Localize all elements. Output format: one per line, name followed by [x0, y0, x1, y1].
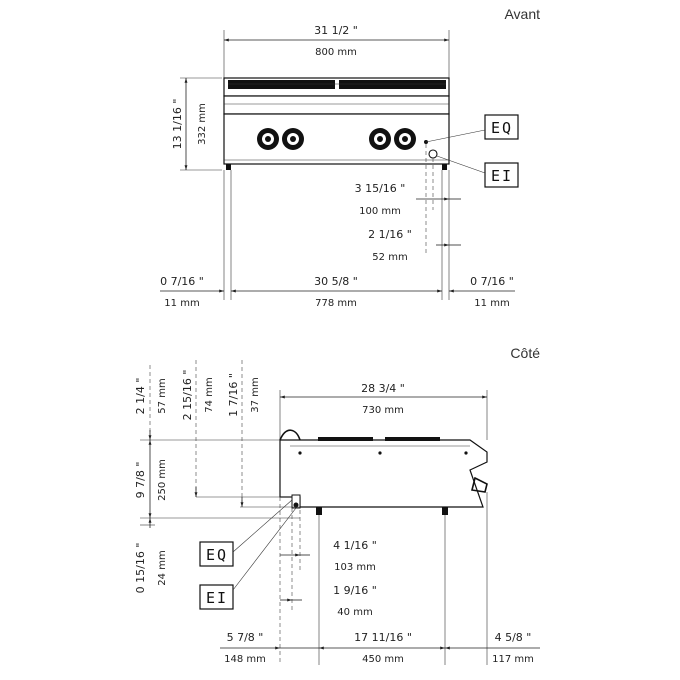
front-height-in: 13 1/16 ": [171, 99, 184, 150]
front-height-mm: 332 mm: [197, 103, 208, 145]
side-h-mm: 250 mm: [157, 459, 168, 501]
control-knob: [257, 128, 279, 150]
control-knob: [282, 128, 304, 150]
side-v2-mm: 74 mm: [204, 377, 215, 412]
side-b1-in: 5 7/8 ": [227, 631, 264, 644]
side-v1-in: 2 1/4 ": [134, 378, 147, 415]
front-eq-offset-dimension: 3 15/16 " 100 mm: [355, 144, 461, 300]
side-v3-in: 1 7/16 ": [227, 373, 240, 417]
front-appliance-body: [223, 77, 450, 170]
svg-text:EQ: EQ: [491, 119, 513, 137]
eq-offset-mm: 100 mm: [359, 206, 401, 217]
svg-text:EQ: EQ: [206, 546, 228, 564]
front-width-in: 31 1/2 ": [314, 24, 358, 37]
ei-offset-in: 2 1/16 ": [368, 228, 412, 241]
side-b3-in: 4 5/8 ": [495, 631, 532, 644]
side-foot-in: 0 15/16 ": [134, 543, 147, 594]
front-mid-in: 30 5/8 ": [314, 275, 358, 288]
front-left-mm: 11 mm: [164, 298, 199, 309]
control-knob: [369, 128, 391, 150]
front-left-in: 0 7/16 ": [160, 275, 204, 288]
side-eq-tag: EQ: [199, 499, 293, 567]
side-b1-mm: 148 mm: [224, 654, 266, 665]
side-ei-mm: 40 mm: [337, 607, 372, 618]
side-v2-in: 2 15/16 ": [181, 370, 194, 421]
side-appliance-body: [279, 429, 488, 515]
side-ei-in: 1 9/16 ": [333, 584, 377, 597]
eq-offset-in: 3 15/16 ": [355, 182, 406, 195]
side-depth-dimension: 28 3/4 " 730 mm: [279, 382, 488, 440]
side-vertical-dimensions: 2 1/4 " 57 mm 2 15/16 " 74 mm 1 7/16 " 3…: [134, 360, 300, 593]
side-v3-mm: 37 mm: [250, 377, 261, 412]
front-width-dimension: 31 1/2 " 800 mm: [223, 24, 450, 78]
front-width-mm: 800 mm: [315, 47, 357, 58]
front-bottom-dimensions: 0 7/16 " 11 mm 30 5/8 " 778 mm 0 7/16 " …: [160, 170, 515, 309]
control-knob: [394, 128, 416, 150]
front-mid-mm: 778 mm: [315, 298, 357, 309]
front-height-dimension: 13 1/16 " 332 mm: [171, 77, 222, 171]
side-connection-dimensions: 4 1/16 " 103 mm 1 9/16 " 40 mm: [279, 497, 377, 665]
side-v1-mm: 57 mm: [157, 378, 168, 413]
side-view-title: Côté: [510, 345, 540, 361]
side-b3-mm: 117 mm: [492, 654, 534, 665]
side-h-in: 9 7/8 ": [134, 462, 147, 499]
front-ei-offset-dimension: 2 1/16 " 52 mm: [368, 228, 461, 263]
side-ei-tag: EI: [199, 507, 297, 610]
side-eq-in: 4 1/16 ": [333, 539, 377, 552]
front-view-title: Avant: [504, 6, 540, 22]
front-eq-tag: EQ: [425, 114, 519, 143]
svg-text:EI: EI: [206, 589, 228, 607]
front-right-in: 0 7/16 ": [470, 275, 514, 288]
ei-offset-mm: 52 mm: [372, 252, 407, 263]
front-right-mm: 11 mm: [474, 298, 509, 309]
side-b2-mm: 450 mm: [362, 654, 404, 665]
front-ei-tag: EI: [436, 155, 519, 188]
svg-text:EI: EI: [491, 167, 513, 185]
side-depth-mm: 730 mm: [362, 405, 404, 416]
side-bottom-dimensions: 5 7/8 " 148 mm 17 11/16 " 450 mm 4 5/8 "…: [220, 492, 540, 665]
side-foot-mm: 24 mm: [157, 550, 168, 585]
side-b2-in: 17 11/16 ": [354, 631, 412, 644]
side-depth-in: 28 3/4 ": [361, 382, 405, 395]
side-eq-mm: 103 mm: [334, 562, 376, 573]
